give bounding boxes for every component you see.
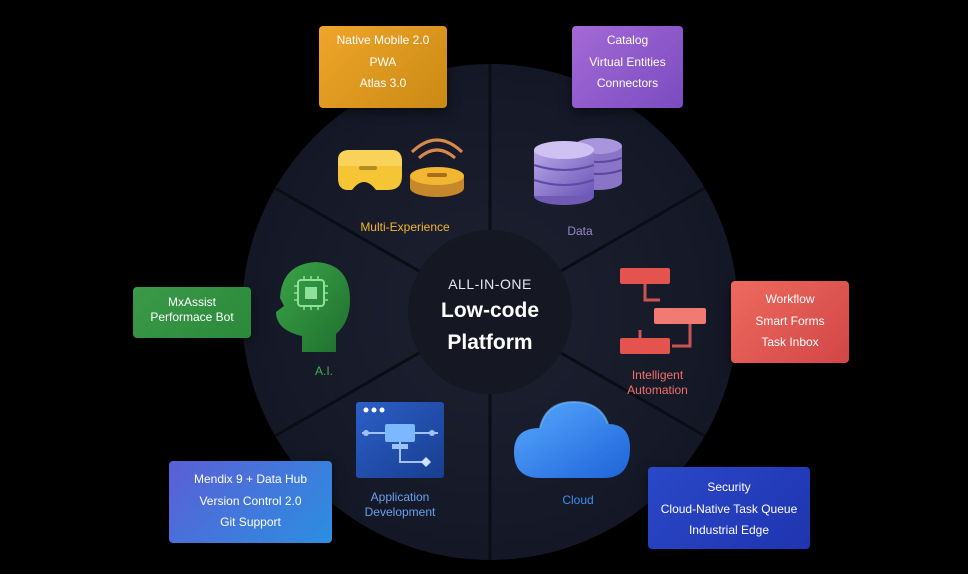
card-ai-line: Performace Bot — [150, 310, 234, 324]
card-me-line: Atlas 3.0 — [359, 76, 407, 90]
label-data-text: Data — [567, 224, 593, 238]
card-data-line: Virtual Entities — [589, 54, 666, 69]
card-ad-line: Version Control 2.0 — [199, 493, 302, 508]
label-ad-line2: Development — [364, 505, 436, 519]
platform-center: ALL-IN-ONE Low-code Platform — [410, 236, 570, 396]
label-ai: A.I. — [304, 364, 344, 379]
vr-headset-icon — [338, 150, 402, 190]
label-application-development: Application Development — [350, 490, 450, 520]
card-me-line: Native Mobile 2.0 — [336, 33, 430, 47]
label-cloud: Cloud — [548, 493, 608, 508]
label-ia-line1: Intelligent — [631, 368, 684, 382]
card-cloud-line: Cloud-Native Task Queue — [660, 501, 798, 516]
card-intelligent-automation: Workflow Smart Forms Task Inbox — [731, 281, 849, 363]
card-data: Catalog Virtual Entities Connectors — [572, 26, 683, 108]
card-ai-line: MxAssist — [168, 295, 216, 309]
card-multi-experience: Native Mobile 2.0 PWA Atlas 3.0 — [319, 26, 447, 108]
wheel-dividers — [274, 64, 706, 560]
center-title-line2: Platform — [447, 331, 533, 354]
card-ad-line: Git Support — [220, 515, 281, 529]
label-ai-text: A.I. — [314, 364, 333, 378]
app-window-icon — [356, 402, 444, 478]
database-icon — [533, 138, 623, 205]
label-intelligent-automation: Intelligent Automation — [610, 368, 705, 398]
center-disc — [408, 230, 572, 394]
wireless-puck-icon — [410, 138, 464, 197]
card-data-line: Catalog — [606, 33, 649, 47]
center-title-line1: Low-code — [441, 299, 539, 322]
ai-head-icon — [276, 262, 350, 352]
card-cloud-line: Security — [707, 480, 751, 494]
card-cloud-line: Industrial Edge — [688, 523, 770, 537]
label-multi-experience: Multi-Experience — [340, 220, 470, 235]
card-data-line: Connectors — [596, 76, 659, 90]
card-ia-line: Task Inbox — [761, 335, 819, 349]
label-ia-line2: Automation — [627, 383, 688, 397]
card-ai: MxAssist Performace Bot — [133, 287, 251, 338]
label-ad-line1: Application — [370, 490, 430, 504]
card-cloud: Security Cloud-Native Task Queue Industr… — [648, 467, 810, 549]
cloud-icon — [514, 400, 630, 478]
card-ad-line: Mendix 9 + Data Hub — [193, 472, 308, 486]
workflow-blocks-icon — [620, 268, 706, 354]
label-cloud-text: Cloud — [562, 493, 594, 507]
card-application-development: Mendix 9 + Data Hub Version Control 2.0 … — [169, 461, 332, 543]
card-me-line: PWA — [369, 54, 397, 69]
card-ia-line: Workflow — [765, 292, 815, 306]
center-kicker: ALL-IN-ONE — [448, 276, 532, 292]
label-data: Data — [545, 224, 615, 239]
label-multi-experience-text: Multi-Experience — [360, 220, 450, 234]
card-ia-line: Smart Forms — [755, 313, 825, 328]
